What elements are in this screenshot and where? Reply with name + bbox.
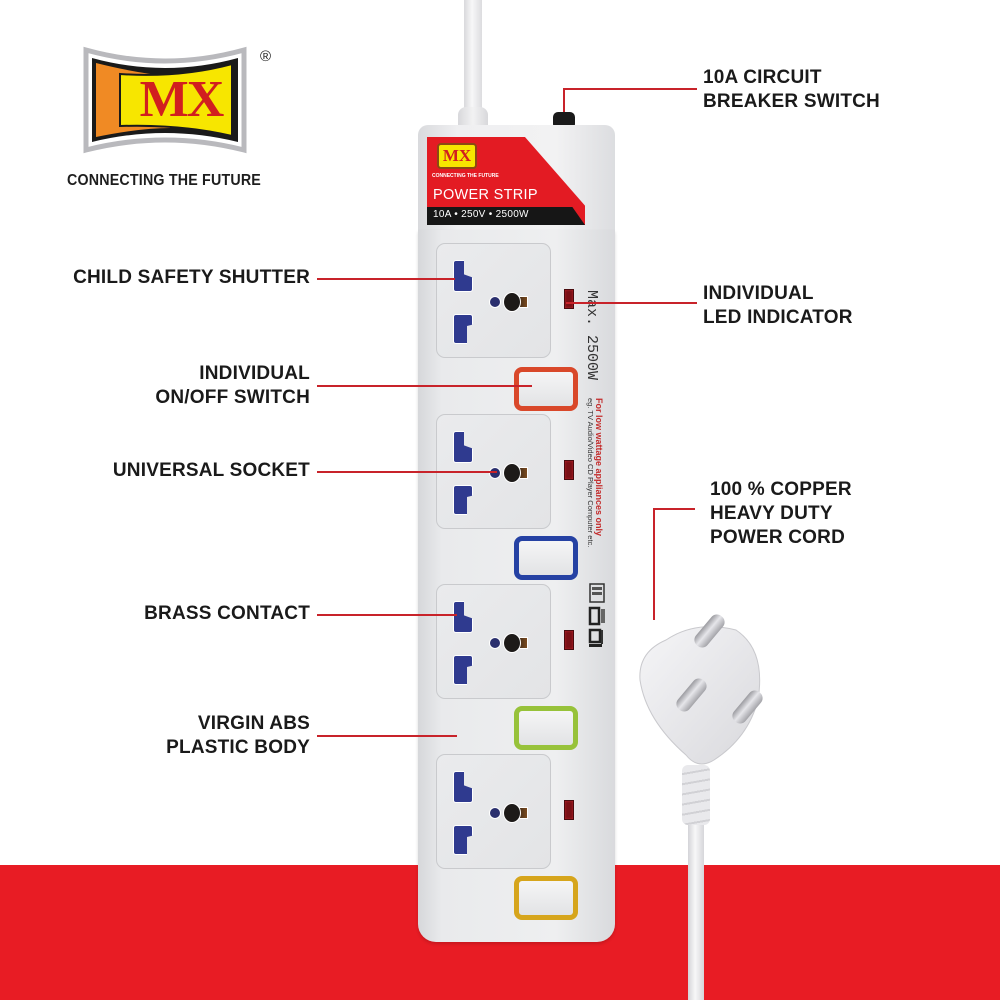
shutter-pin-icon [453,485,473,515]
examples-text: eg. TV Audio/Video CD Player Computer et… [586,398,595,548]
led-indicator-3 [564,630,574,650]
on-off-switch-2 [514,536,578,580]
universal-socket-3 [436,584,551,699]
shutter-pin-icon [453,655,473,685]
callout-led-indicator: INDIVIDUAL LED INDICATOR [703,283,853,328]
plug-strain-relief [682,765,710,825]
badge-title: POWER STRIP [433,187,538,203]
shutter-pin-icon [453,260,473,292]
led-indicator-4 [564,800,574,820]
led-indicator-1 [564,289,574,309]
logo-text: MX [139,71,225,128]
callout-virgin-abs: VIRGIN ABS PLASTIC BODY [166,713,310,758]
circuit-breaker-button [553,112,575,126]
callout-brass-contact: BRASS CONTACT [144,603,310,624]
power-cord [688,780,704,1000]
badge-specs: 10A • 250V • 2500W [433,209,529,220]
cord-strain-relief [458,107,488,127]
leader-line [317,614,457,616]
badge-tagline: CONNECTING THE FUTURE [432,173,499,179]
mx-logo: MX [80,44,250,156]
brand-tagline: CONNECTING THE FUTURE [67,172,262,189]
earth-hole-icon [503,292,521,312]
callout-individual-switch: INDIVIDUAL ON/OFF SWITCH [155,363,310,408]
warning-text: For low wattage appliances only [594,398,604,537]
universal-socket-4 [436,754,551,869]
shutter-pin-icon [453,825,473,855]
earth-hole-icon [503,803,521,823]
universal-socket-1 [436,243,551,358]
input-cord-top [464,0,482,115]
earth-hole-icon [503,633,521,653]
product-badge: MX CONNECTING THE FUTURE POWER STRIP 10A… [427,137,585,225]
led-indicator-2 [564,460,574,480]
logo-badge-icon [83,46,247,154]
leader-line [317,471,497,473]
shutter-pin-icon [453,771,473,803]
leader-line [653,508,655,620]
shutter-pin-icon [453,601,473,633]
earth-hole-icon [503,463,521,483]
appliance-icons [588,583,605,647]
leader-line [317,735,457,737]
callout-circuit-breaker: 10A CIRCUIT BREAKER SWITCH [703,67,880,112]
leader-line [317,278,455,280]
on-off-switch-3 [514,706,578,750]
on-off-switch-4 [514,876,578,920]
callout-universal-socket: UNIVERSAL SOCKET [112,460,310,481]
leader-line [563,88,697,90]
registered-mark: ® [260,48,272,65]
leader-line [653,508,695,510]
callout-child-safety-shutter: CHILD SAFETY SHUTTER [73,267,310,288]
on-off-switch-1 [514,367,578,411]
callout-copper-cord: 100 % COPPER HEAVY DUTY POWER CORD [710,479,852,548]
leader-line [566,302,697,304]
shutter-pin-icon [453,314,473,344]
shutter-pin-icon [453,431,473,463]
leader-line [317,385,532,387]
leader-line [563,88,565,112]
badge-logo: MX [437,143,477,169]
